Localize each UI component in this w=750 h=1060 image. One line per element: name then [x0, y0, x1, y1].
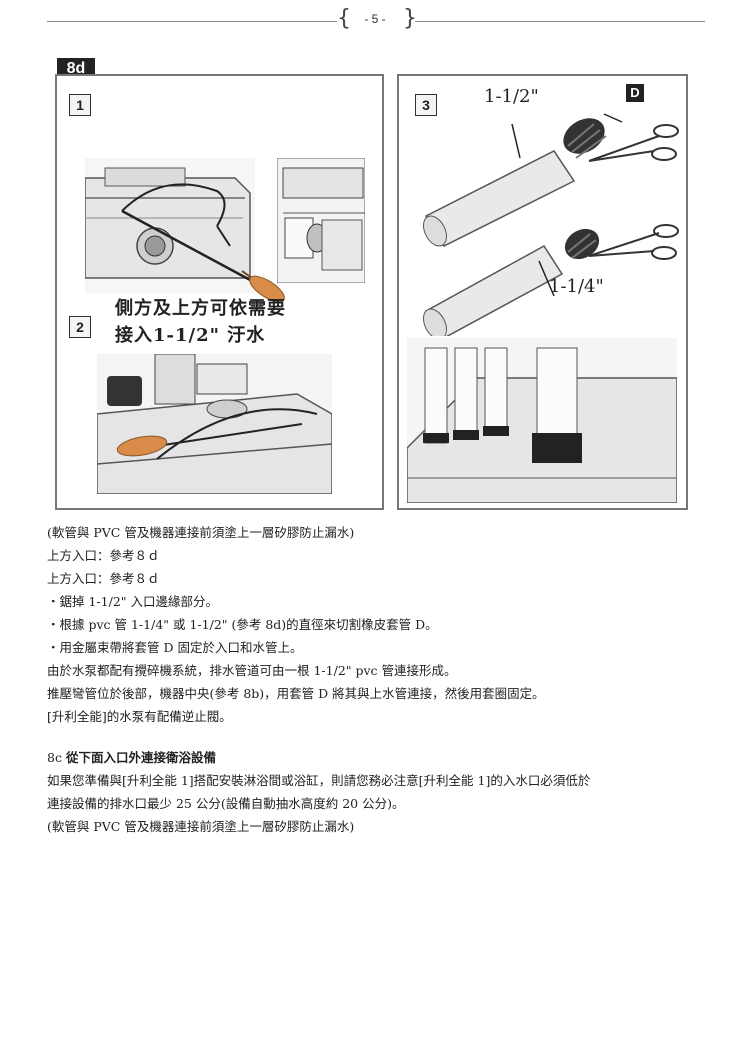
- text-line: 上方入口：參考８ｄ: [47, 548, 160, 563]
- dimension-bottom-label: 1-1/4": [549, 276, 604, 297]
- page-number: - 5 -: [364, 12, 386, 26]
- figure-caption-line1: 側方及上方可依需要: [115, 298, 286, 319]
- text-line: 由於水泵都配有攪碎機系統，排水管道可由一根 1-1/2" pvc 管連接形成。: [47, 663, 457, 678]
- section-number: 8c: [47, 750, 62, 765]
- pipe-icon: [423, 113, 623, 336]
- left-figure-panel: 1 側方及上方可依需要 2 接入1-1/2" 汙水: [55, 74, 384, 510]
- text-line: ・鋸掉 1-1/2" 入口邊緣部分。: [47, 594, 218, 609]
- header-rule-right: [415, 21, 705, 22]
- saw-icon: [121, 183, 285, 303]
- instruction-text: (軟管與 PVC 管及機器連接前須塗上一層矽膠防止漏水) 上方入口：參考８ｄ 上…: [47, 521, 727, 728]
- rubber-sleeve-icon: [563, 118, 607, 260]
- sleeve-d-label: D: [626, 84, 644, 102]
- right-figure-panel: 3 1-1/2" D 1-1/4": [397, 74, 688, 510]
- figure-caption-line2: 接入1-1/2" 汙水: [115, 325, 266, 346]
- text-line: 連接設備的排水口最少 25 公分(設備自動抽水高度約 20 公分)。: [47, 796, 405, 811]
- text-line: 推壓彎管位於後部，機器中央(參考 8b)，用套管 D 將其與上水管連接，然後用套…: [47, 686, 545, 701]
- text-line: 如果您準備與[升利全能 1]搭配安裝淋浴間或浴缸，則請您務必注意[升利全能 1]…: [47, 773, 591, 788]
- header-rule-left: [47, 21, 337, 22]
- header-brace-right: }: [403, 6, 417, 31]
- section-8c: 8c 從下面入口外連接衛浴設備 如果您準備與[升利全能 1]搭配安裝淋浴間或浴缸…: [47, 746, 727, 838]
- saw-top-illustration: [97, 354, 332, 494]
- saw-side-illustration: [85, 158, 255, 293]
- scissors-icon: [588, 124, 679, 260]
- header-brace-left: {: [337, 6, 351, 31]
- text-line: ・根據 pvc 管 1-1/4" 或 1-1/2" (參考 8d)的直徑來切割橡…: [47, 617, 438, 632]
- text-line: (軟管與 PVC 管及機器連接前須塗上一層矽膠防止漏水): [47, 525, 355, 540]
- text-line: (軟管與 PVC 管及機器連接前須塗上一層矽膠防止漏水): [47, 819, 355, 834]
- text-line: [升利全能]的水泵有配備逆止閥。: [47, 709, 232, 724]
- machine-pipes-illustration: [407, 338, 677, 503]
- step-2-label: 2: [69, 316, 91, 338]
- dimension-top-label: 1-1/2": [484, 86, 539, 107]
- text-line: 上方入口：參考８ｄ: [47, 571, 160, 586]
- step-1-label: 1: [69, 94, 91, 116]
- text-line: ・用金屬束帶將套管 D 固定於入口和水管上。: [47, 640, 303, 655]
- section-title: 從下面入口外連接衛浴設備: [65, 750, 216, 765]
- section-heading: 8c 從下面入口外連接衛浴設備: [47, 746, 727, 769]
- step-3-label: 3: [415, 94, 437, 116]
- top-inlet-illustration: [277, 158, 365, 283]
